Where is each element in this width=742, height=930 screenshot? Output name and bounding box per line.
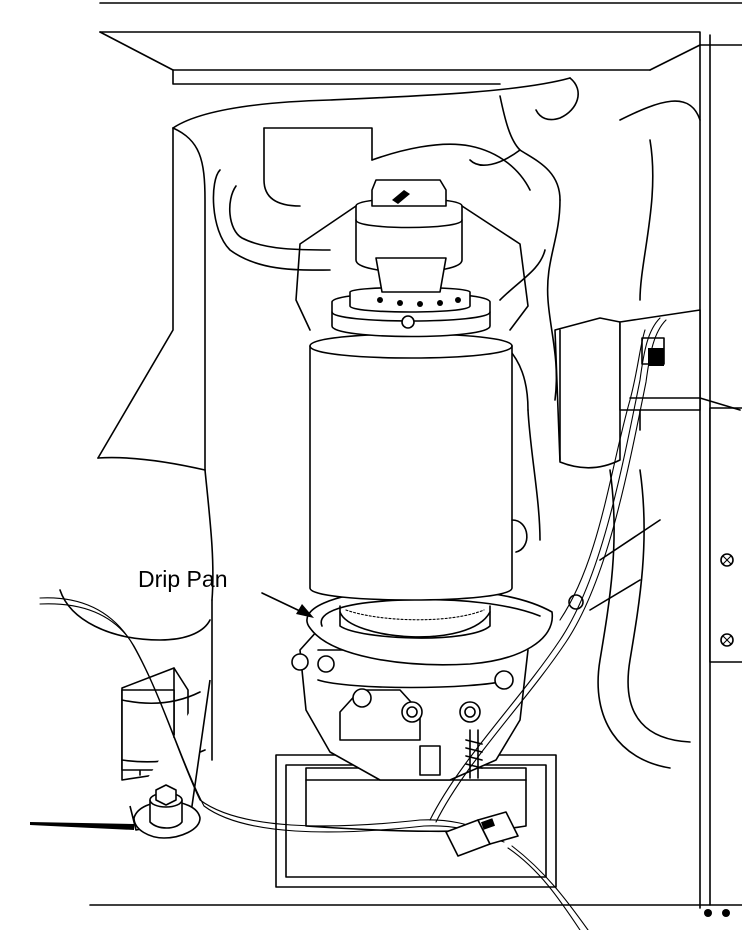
mounting-foot (30, 784, 201, 839)
bolt-icon (401, 315, 415, 329)
drip-pan (306, 588, 553, 666)
wire-handle (295, 205, 529, 331)
right-drain-hose (589, 469, 691, 769)
pump-housing (291, 594, 584, 781)
left-side-panel (59, 127, 214, 761)
page-dot-icon (722, 909, 730, 917)
cabinet-frame (89, 31, 742, 909)
right-side-panel (709, 407, 742, 663)
left-bracket (121, 667, 211, 831)
control-box (554, 309, 741, 469)
bolt-icon (317, 655, 335, 673)
wire-connector (445, 811, 519, 857)
bolt-icon (291, 653, 309, 671)
page-dot-icon (704, 909, 712, 917)
drip-pan-label: Drip Pan (138, 566, 228, 592)
motor-cylinder (309, 333, 528, 601)
callout-arrow (261, 592, 314, 618)
motor-top-assembly (331, 179, 491, 338)
bolt-icon (494, 670, 514, 690)
